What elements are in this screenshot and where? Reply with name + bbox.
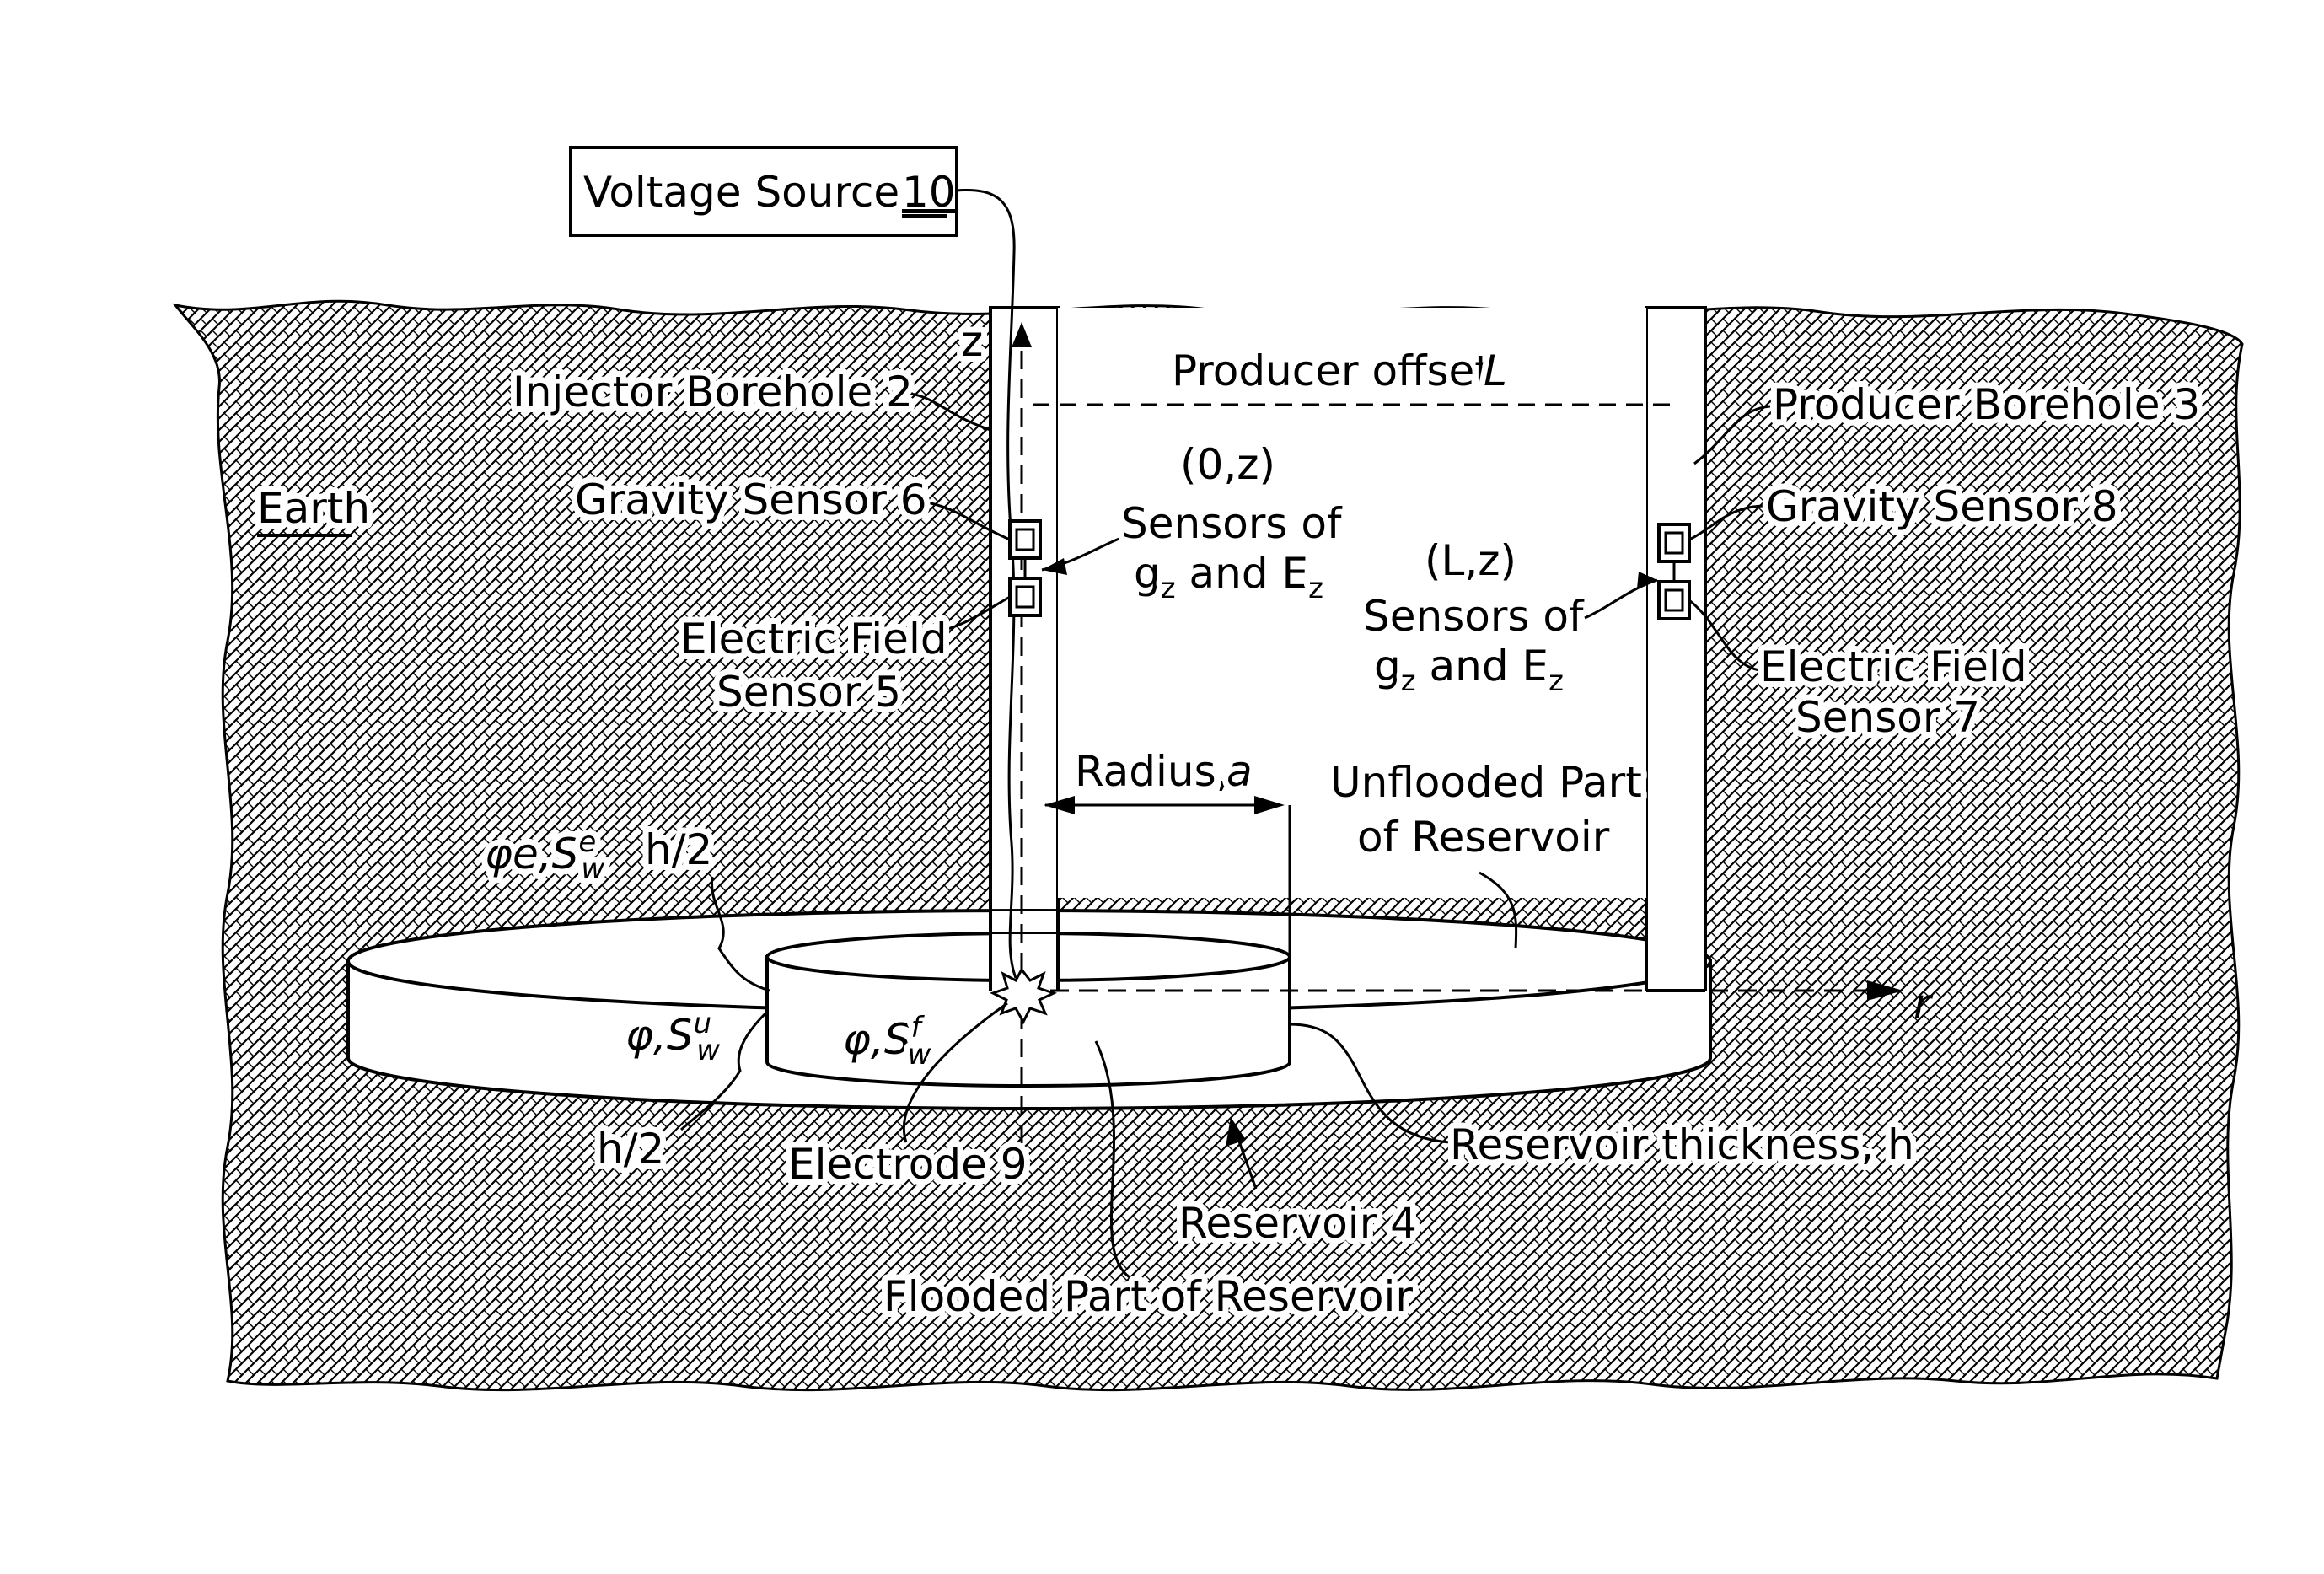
z-axis-label: z bbox=[961, 317, 983, 366]
phi-e-label: φe,Sew bbox=[485, 825, 604, 886]
unflooded-line1: Unflooded Part bbox=[1330, 758, 1642, 807]
coord-injector-label: (0,z) bbox=[1180, 440, 1275, 489]
producer-borehole-label: Producer Borehole 3 bbox=[1773, 380, 2200, 429]
phi-f-label: φ,Sfw bbox=[843, 1011, 931, 1072]
electrode-label: Electrode 9 bbox=[788, 1140, 1028, 1189]
gravity-sensor-6-label: Gravity Sensor 6 bbox=[575, 475, 927, 524]
reservoir-thickness-label: Reservoir thickness, h bbox=[1450, 1120, 1914, 1169]
h-half-upper-label: h/2 bbox=[645, 825, 712, 874]
coord-producer-label: (L,z) bbox=[1425, 536, 1516, 585]
reservoir-label: Reservoir 4 bbox=[1178, 1199, 1417, 1248]
injector-borehole bbox=[990, 308, 1058, 991]
h-half-lower-label: h/2 bbox=[597, 1125, 664, 1174]
sensors-producer-line1: Sensors of bbox=[1363, 592, 1585, 641]
flooded-label: Flooded Part of Reservoir bbox=[883, 1272, 1413, 1321]
producer-offset-symbol: L bbox=[1484, 346, 1507, 395]
voltage-source-label: Voltage Source bbox=[583, 168, 899, 217]
phi-u-label: φ,Suw bbox=[625, 1007, 720, 1067]
voltage-source-number: 10 bbox=[902, 168, 956, 217]
electric-field-7-line2: Sensor 7 bbox=[1795, 693, 1980, 742]
producer-offset-label: Producer offset, bbox=[1172, 346, 1505, 395]
electric-field-7-line1: Electric Field bbox=[1760, 642, 2027, 691]
producer-borehole bbox=[1646, 308, 1705, 991]
unflooded-line2: of Reservoir bbox=[1357, 813, 1610, 862]
electric-field-5-line2: Sensor 5 bbox=[717, 668, 901, 717]
earth-label: Earth bbox=[257, 484, 370, 533]
sensors-injector-line1: Sensors of bbox=[1121, 499, 1343, 548]
gravity-sensor-8-label: Gravity Sensor 8 bbox=[1766, 482, 2118, 531]
r-axis-label: r bbox=[1913, 980, 1934, 1029]
radius-symbol: a bbox=[1226, 747, 1253, 796]
radius-label: Radius, bbox=[1075, 747, 1230, 796]
injector-borehole-label: Injector Borehole 2 bbox=[513, 368, 913, 416]
electric-field-5-line1: Electric Field bbox=[680, 615, 947, 663]
